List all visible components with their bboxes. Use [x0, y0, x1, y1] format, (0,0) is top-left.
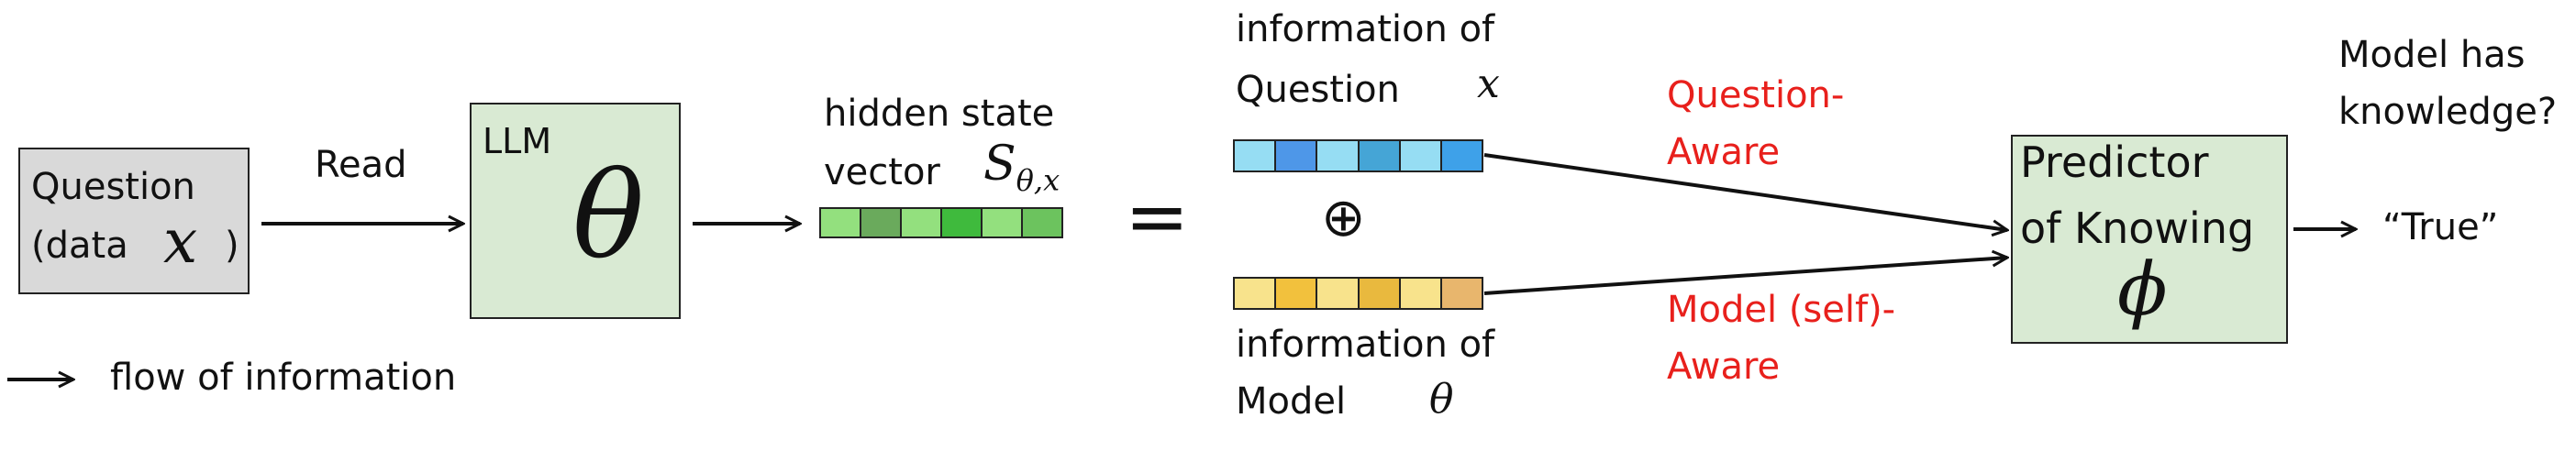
- model-info-var: θ: [1429, 376, 1454, 423]
- predictor-line2: of Knowing: [2020, 204, 2255, 253]
- model-cell: [1441, 279, 1482, 308]
- model-info-line2: Model: [1236, 380, 1347, 423]
- llm-box: [470, 103, 681, 319]
- output-question-line2: knowledge?: [2338, 91, 2558, 133]
- model-cell: [1317, 279, 1360, 308]
- predictor-phi: ϕ: [2117, 247, 2168, 332]
- question-info-line2: Question: [1236, 69, 1400, 111]
- question-vector: [1233, 139, 1483, 172]
- hidden-state-line2: vector: [824, 151, 940, 193]
- question-info-var: x: [1477, 60, 1500, 107]
- question-cell: [1441, 141, 1482, 170]
- question-box: [18, 148, 250, 294]
- legend-label: flow of information: [110, 357, 457, 399]
- question-cell: [1235, 141, 1277, 170]
- equals-sign: =: [1125, 171, 1190, 261]
- model-vector: [1233, 277, 1483, 310]
- model-to-predictor-arrow: [1483, 258, 2007, 295]
- hidden-cell: [902, 209, 942, 236]
- question-info-line1: information of: [1236, 8, 1495, 50]
- output-value: “True”: [2382, 206, 2499, 248]
- question-box-data-prefix: (data: [31, 225, 128, 267]
- oplus-sign: ⊕: [1321, 186, 1366, 248]
- predictor-line1: Predictor: [2020, 138, 2209, 187]
- model-cell: [1359, 279, 1401, 308]
- output-question-line1: Model has: [2338, 34, 2526, 76]
- hidden-state-symbol: Sθ,x: [983, 137, 1060, 198]
- question-box-label: Question: [31, 166, 195, 208]
- question-cell: [1317, 141, 1360, 170]
- question-aware-line2: Aware: [1667, 131, 1781, 173]
- hidden-cell: [821, 209, 861, 236]
- llm-theta: θ: [572, 146, 645, 285]
- model-cell: [1235, 279, 1277, 308]
- model-aware-line1: Model (self)-: [1667, 289, 1896, 331]
- question-aware-line1: Question-: [1667, 74, 1845, 116]
- model-cell: [1400, 279, 1442, 308]
- hidden-cell: [1023, 209, 1061, 236]
- hidden-cell: [983, 209, 1023, 236]
- question-box-var: x: [163, 206, 198, 277]
- llm-label: LLM: [483, 121, 552, 161]
- question-cell: [1400, 141, 1442, 170]
- question-box-data-suffix: ): [225, 225, 239, 267]
- hidden-cell: [861, 209, 902, 236]
- model-cell: [1276, 279, 1318, 308]
- question-to-predictor-arrow: [1483, 153, 2007, 230]
- model-info-line1: information of: [1236, 324, 1495, 366]
- predictor-box: [2011, 135, 2288, 344]
- question-cell: [1276, 141, 1318, 170]
- model-aware-line2: Aware: [1667, 346, 1781, 388]
- hidden-state-line1: hidden state: [824, 93, 1055, 135]
- hidden-state-vector: [819, 207, 1063, 238]
- hidden-cell: [942, 209, 983, 236]
- question-cell: [1359, 141, 1401, 170]
- read-label: Read: [315, 144, 407, 186]
